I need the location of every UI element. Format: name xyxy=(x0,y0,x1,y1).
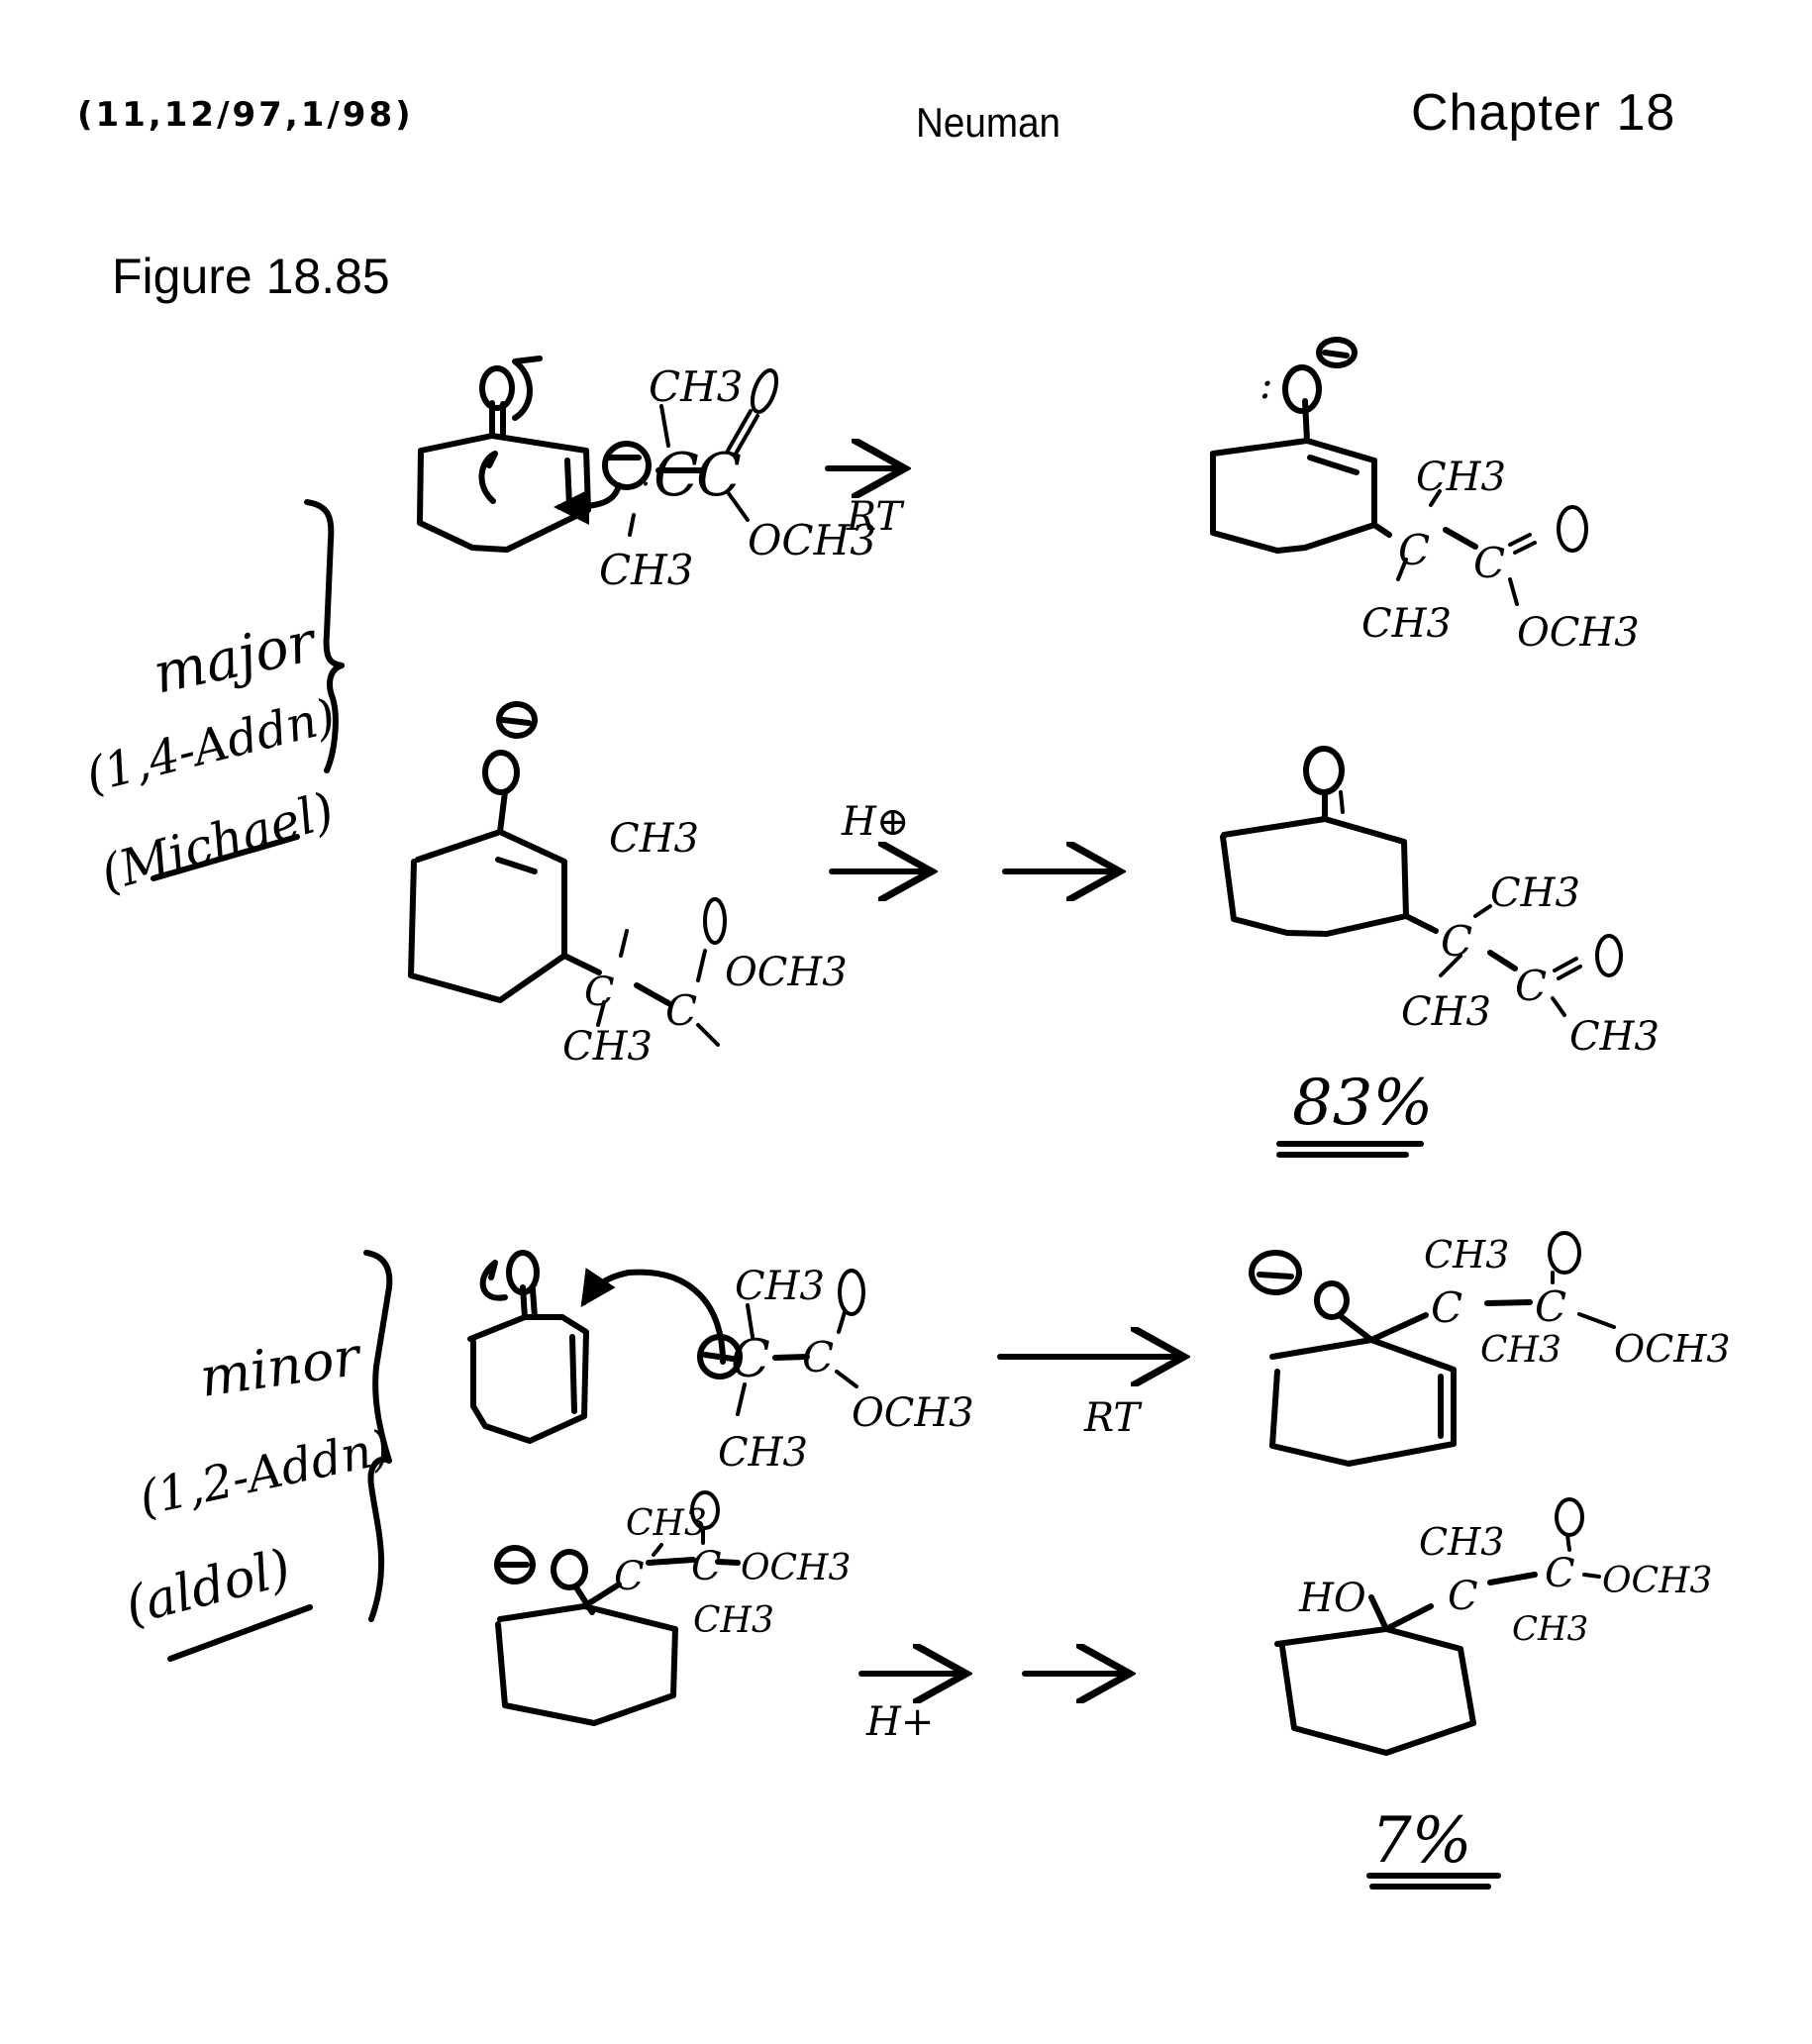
svg-text:C: C xyxy=(1448,1574,1478,1619)
minor-row2-condition-acid: H+ xyxy=(858,1674,960,1745)
svg-text:H⊕: H⊕ xyxy=(841,799,909,845)
minor-row1-product-alkoxide: C CH3 CH3 C OCH3 xyxy=(1249,1231,1731,1467)
svg-text:CH3: CH3 xyxy=(1569,1014,1660,1060)
major-name: (Michael) xyxy=(94,781,340,902)
svg-text:CH3: CH3 xyxy=(609,816,699,862)
major-label: major xyxy=(148,609,323,706)
svg-text:C: C xyxy=(1515,962,1547,1010)
minor-brace xyxy=(363,1250,393,1622)
svg-text:OCH3: OCH3 xyxy=(1602,1561,1712,1601)
minor-name-underline xyxy=(167,1604,313,1662)
svg-text:C: C xyxy=(731,1330,770,1389)
major-row2-condition-acid: H⊕ xyxy=(829,799,926,871)
svg-text:RT: RT xyxy=(1083,1395,1143,1441)
svg-text:CH3: CH3 xyxy=(599,546,693,594)
major-type: (1,4-Addn) xyxy=(80,688,341,804)
svg-text:C: C xyxy=(802,1333,834,1381)
svg-text:OCH3: OCH3 xyxy=(748,516,876,564)
yield-83: 83% xyxy=(1292,1067,1433,1140)
nucleophile-attack-arrow-icon xyxy=(554,482,622,525)
svg-text:C: C xyxy=(1545,1551,1575,1596)
yield-7: 7% xyxy=(1371,1804,1472,1878)
svg-text:CH3: CH3 xyxy=(735,1264,825,1309)
svg-text:CH3: CH3 xyxy=(1361,601,1452,647)
figure-title: Figure 18.85 xyxy=(112,249,390,304)
svg-text:C: C xyxy=(1535,1282,1566,1331)
svg-text::: : xyxy=(642,459,652,493)
svg-text:CH3: CH3 xyxy=(718,1430,808,1476)
major-row1-condition: RT xyxy=(825,468,905,540)
minor-row1-condition: RT xyxy=(997,1357,1178,1441)
major-row2-intermediate: C CH3 CH3 C OCH3 OCH3 xyxy=(408,701,848,1070)
major-row1-reactant-enone xyxy=(417,356,591,553)
curved-arrow-icon xyxy=(479,1260,508,1301)
svg-text:OCH3: OCH3 xyxy=(852,1390,974,1436)
svg-text:CH3: CH3 xyxy=(1512,1609,1588,1649)
svg-text:CH3: CH3 xyxy=(1416,455,1506,500)
header-dates: (11,12/97,1/98) xyxy=(77,95,414,135)
svg-text::: : xyxy=(1259,362,1272,408)
minor-annotation: minor (1,2-Addn) (aldol) xyxy=(120,1250,395,1662)
svg-text:OCH3: OCH3 xyxy=(725,950,848,995)
header-chapter: Chapter 18 xyxy=(1411,84,1676,142)
svg-text:C: C xyxy=(1431,1283,1462,1332)
svg-text:HO: HO xyxy=(1298,1576,1366,1621)
svg-text:C: C xyxy=(1473,539,1505,587)
major-yield: 83% xyxy=(1276,1067,1433,1158)
nucleophile-attack-arrow-icon xyxy=(580,1268,726,1365)
svg-text:OCH3: OCH3 xyxy=(1517,610,1640,656)
minor-row1-enolate: C CH3 CH3 C OCH3 xyxy=(697,1264,974,1476)
major-name-underline xyxy=(151,834,300,881)
svg-text:C: C xyxy=(691,1544,722,1589)
svg-text:OCH3: OCH3 xyxy=(1614,1327,1731,1371)
svg-text:OCH3: OCH3 xyxy=(741,1548,851,1588)
minor-row2-product-alcohol: HO C CH3 CH3 C OCH3 xyxy=(1274,1497,1712,1756)
svg-text:CH3: CH3 xyxy=(1401,989,1491,1035)
major-brace xyxy=(304,499,345,773)
svg-text:CH3: CH3 xyxy=(562,1024,653,1070)
svg-text:C: C xyxy=(665,986,697,1035)
minor-row2-intermediate: C CH3 CH3 C OCH3 xyxy=(494,1490,851,1726)
svg-text:C: C xyxy=(654,441,699,510)
svg-text:RT: RT xyxy=(846,494,905,540)
svg-text:C: C xyxy=(584,970,615,1015)
minor-row1-reactant-enone xyxy=(467,1250,589,1444)
svg-text:CH3: CH3 xyxy=(1424,1233,1509,1277)
svg-text:CH3: CH3 xyxy=(1480,1330,1561,1371)
header-author: Neuman xyxy=(916,99,1061,146)
svg-text:H+: H+ xyxy=(865,1699,934,1745)
svg-text:CH3: CH3 xyxy=(1419,1520,1504,1564)
major-row1-enolate: : C CH3 CH3 C OCH3 xyxy=(599,362,876,594)
svg-text:CH3: CH3 xyxy=(693,1600,774,1641)
svg-text:CH3: CH3 xyxy=(1490,870,1580,916)
minor-type: (1,2-Addn) xyxy=(135,1420,395,1527)
curved-arrow-icon xyxy=(478,451,498,504)
major-row2-product-ketone: C CH3 CH3 C CH3 xyxy=(1220,746,1660,1060)
minor-yield: 7% xyxy=(1366,1804,1501,1890)
carbonyl-oxygen xyxy=(479,365,515,411)
svg-text:C: C xyxy=(614,1554,645,1599)
svg-text:CH3: CH3 xyxy=(649,362,743,411)
major-annotation: major (1,4-Addn) (Michael) xyxy=(80,499,345,903)
major-row1-product: : C CH3 CH3 C OCH3 xyxy=(1210,337,1640,656)
minor-label: minor xyxy=(196,1325,366,1409)
ring-double-bond xyxy=(564,458,572,508)
curved-arrow-icon xyxy=(512,356,543,421)
